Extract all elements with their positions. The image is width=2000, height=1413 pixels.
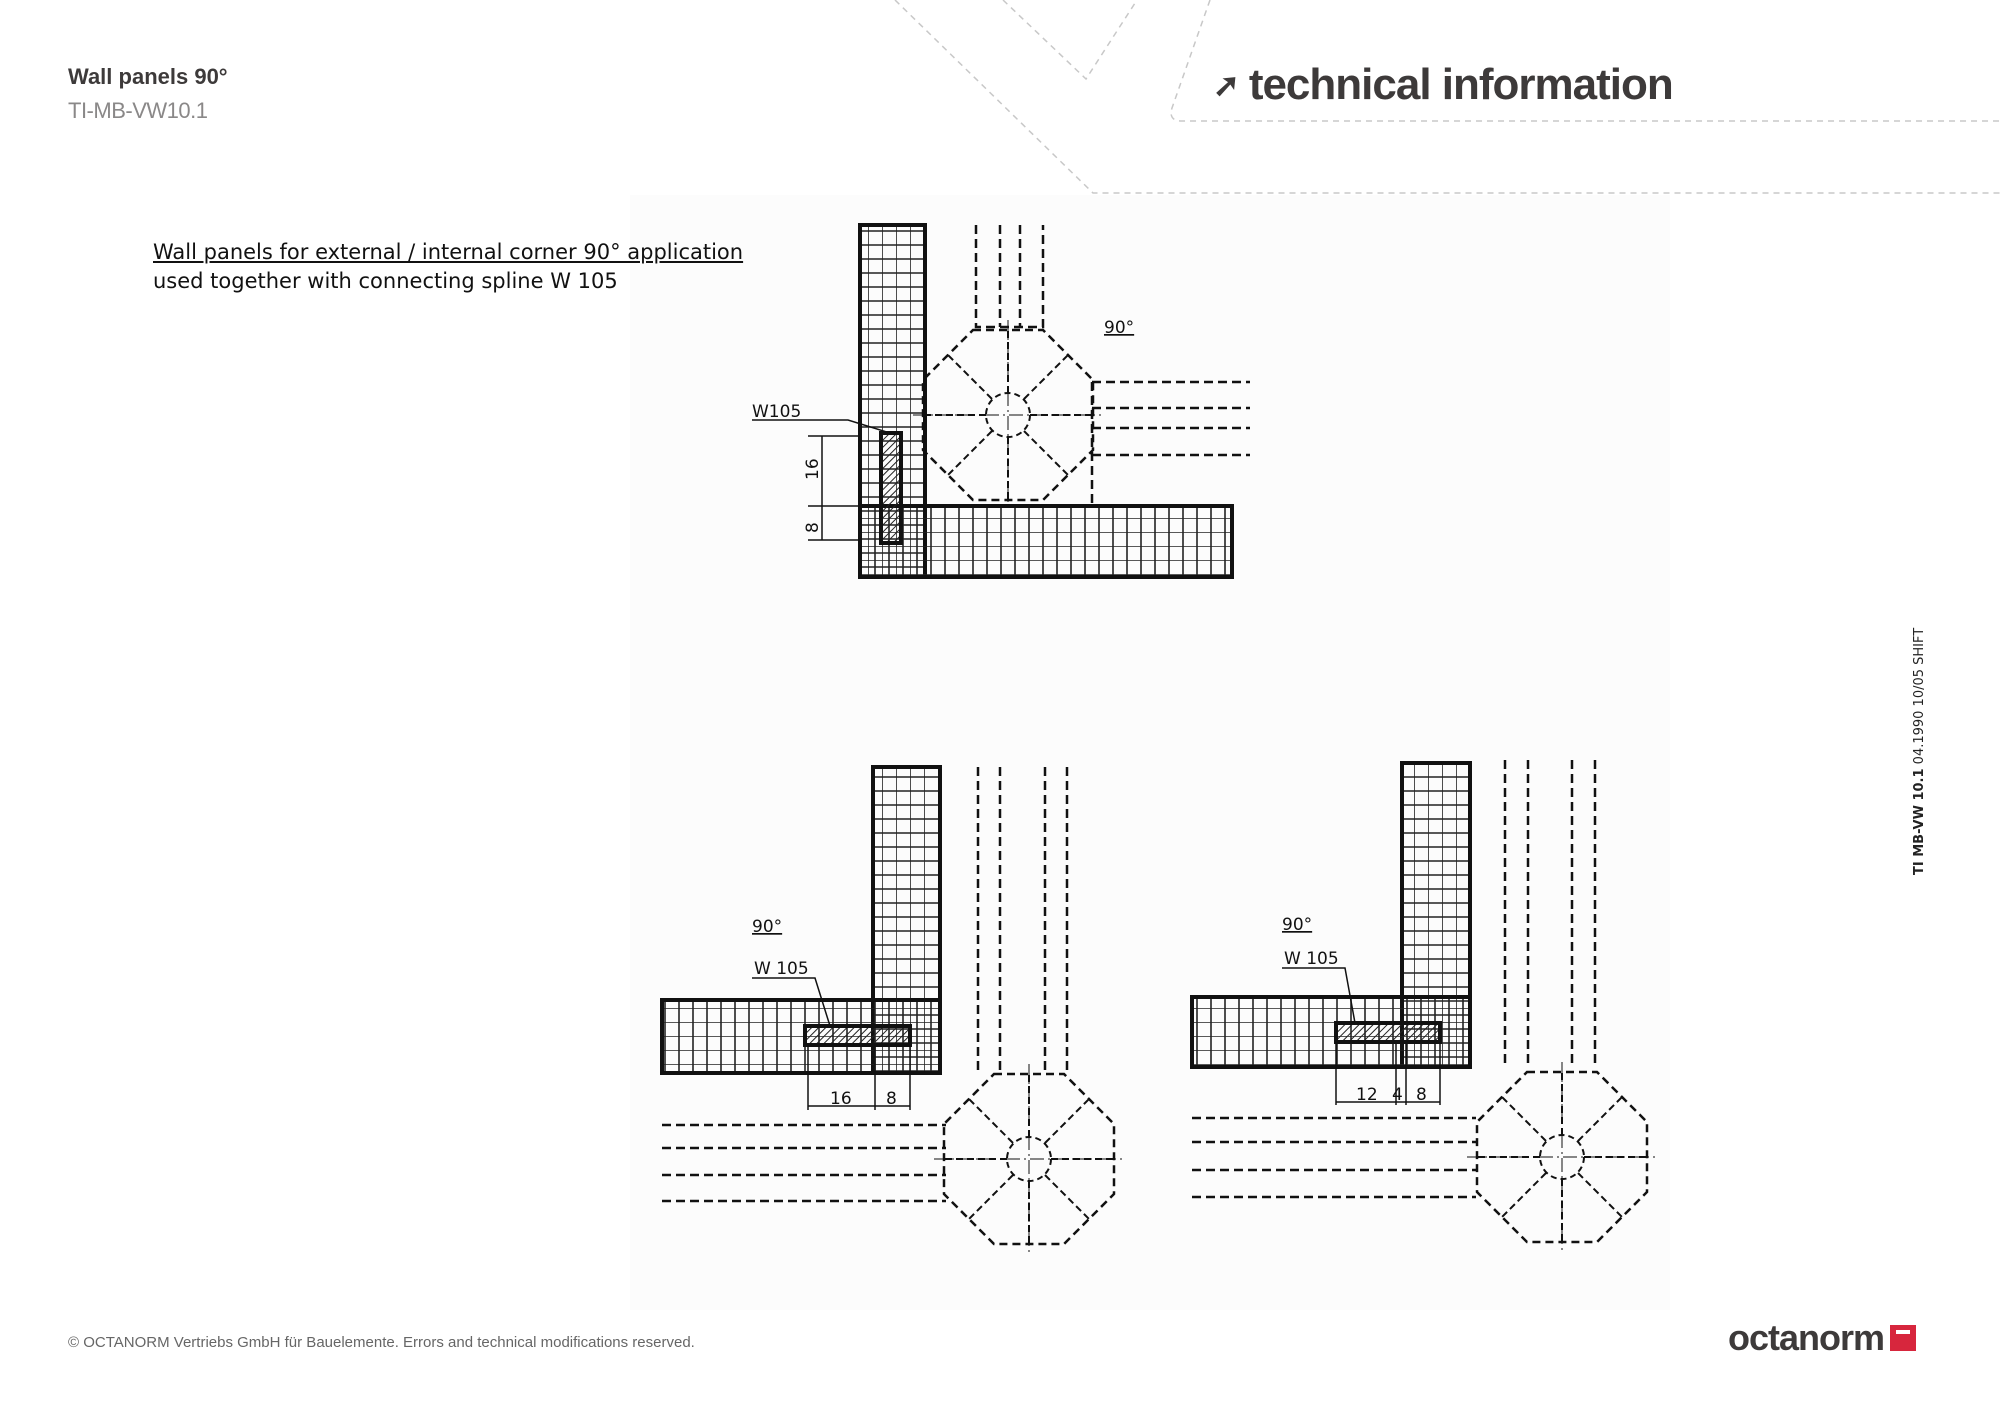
dim-label: 16 bbox=[803, 458, 823, 480]
dim-label: 16 bbox=[830, 1089, 852, 1109]
angle-label: 90° bbox=[1282, 915, 1312, 935]
arrow-up-right-icon: ➚ bbox=[1213, 67, 1240, 103]
dim-label: 12 bbox=[1356, 1085, 1378, 1105]
angle-label: 90° bbox=[1104, 318, 1134, 338]
description-line-2: used together with connecting spline W 1… bbox=[153, 269, 618, 293]
side-note: TI MB-VW 10.1 04.1990 10/05 SHIFT bbox=[1912, 628, 1927, 875]
document-code: TI-MB-VW10.1 bbox=[68, 98, 208, 123]
drawing-bottom-right: 90° W 105 12 4 8 bbox=[1190, 760, 1659, 1254]
dim-label: 4 bbox=[1392, 1085, 1403, 1105]
angle-label: 90° bbox=[752, 917, 782, 937]
drawing-top: W105 90° 16 8 bbox=[752, 223, 1250, 579]
dim-label: 8 bbox=[803, 522, 823, 533]
page-title: Wall panels 90° bbox=[68, 64, 228, 89]
octanorm-logo: octanorm bbox=[1728, 1317, 1917, 1359]
drawing-bottom-left: 90° W 105 16 8 bbox=[660, 765, 1126, 1256]
spline-label: W105 bbox=[752, 402, 801, 422]
section-heading: ➚ technical information bbox=[1213, 60, 1674, 110]
drawing-background bbox=[630, 195, 1670, 1310]
section-title: technical information bbox=[1248, 60, 1674, 109]
side-note-rest: 04.1990 10/05 SHIFT bbox=[1912, 627, 1927, 765]
dim-label: 8 bbox=[886, 1089, 897, 1109]
footer-copyright: © OCTANORM Vertriebs GmbH für Bauelement… bbox=[68, 1334, 695, 1351]
logo-mark-icon bbox=[1890, 1325, 1917, 1351]
logo-text: octanorm bbox=[1728, 1317, 1885, 1358]
description: Wall panels for external / internal corn… bbox=[153, 238, 743, 296]
header-frame-lines bbox=[894, 0, 2000, 194]
description-line-1: Wall panels for external / internal corn… bbox=[153, 240, 744, 264]
dim-label: 8 bbox=[1416, 1085, 1427, 1105]
spline-label: W 105 bbox=[754, 959, 809, 979]
side-note-code: TI MB-VW 10.1 bbox=[1912, 768, 1927, 875]
spline-label: W 105 bbox=[1284, 949, 1339, 969]
